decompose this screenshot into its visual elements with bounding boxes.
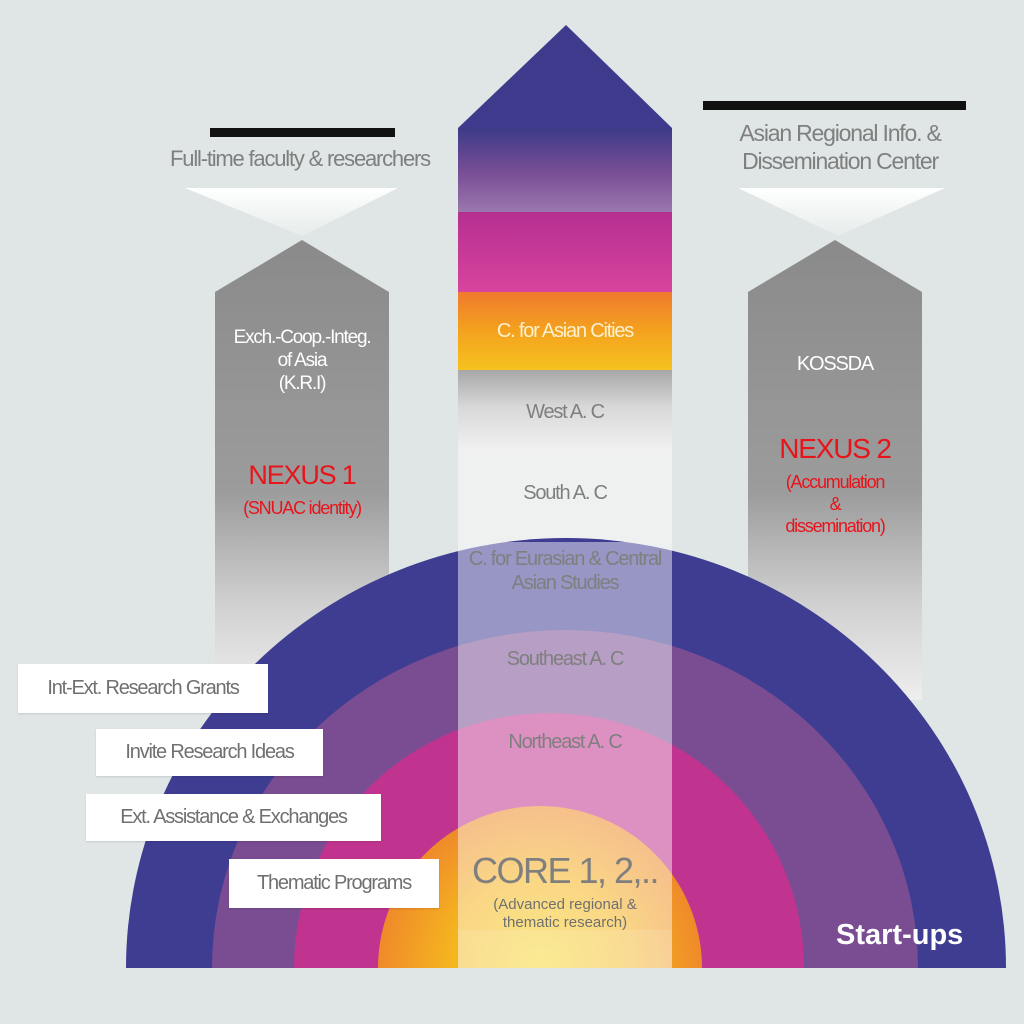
center-label-eurasian: C. for Eurasian & Central Asian Studies — [458, 548, 672, 595]
center-label-south: South A. C — [458, 481, 672, 505]
nexus2-sub-line-2: & — [829, 493, 842, 514]
center-segment-purple — [458, 128, 672, 212]
nexus1-title: NEXUS 1 — [215, 459, 389, 492]
nexus1-subtitle: (SNUAC identity) — [215, 498, 389, 520]
kossda-label: KOSSDA — [748, 352, 922, 376]
box-invite-ideas: Invite Research Ideas — [96, 729, 323, 776]
left-funnel-shape — [185, 188, 398, 236]
nexus2-sub-line-1: (Accumulation — [785, 472, 886, 492]
core-title: CORE 1, 2,.. — [448, 849, 682, 893]
startups-label: Start-ups — [836, 918, 996, 953]
left-line-3: (K.R.I) — [278, 373, 327, 395]
right-header-line-1: Asian Regional Info. & — [739, 120, 941, 146]
center-label-southeast: Southeast A. C — [458, 647, 672, 671]
arch-core — [378, 806, 702, 968]
center-label-west-text: West A. C — [526, 401, 605, 423]
center-label-northeast: Northeast A. C — [458, 730, 672, 754]
kossda-text: KOSSDA — [796, 353, 874, 375]
center-label-asian-cities: C. for Asian Cities — [458, 319, 672, 343]
core-sub-line-1: (Advanced regional & — [493, 896, 637, 913]
left-header-bar — [210, 128, 395, 137]
center-segment-grey — [458, 370, 672, 452]
box-research-grants-text: Int-Ext. Research Grants — [47, 677, 239, 699]
center-column-overlay-base — [458, 930, 672, 968]
nexus1-title-text: NEXUS 1 — [248, 460, 356, 490]
center-label-south-text: South A. C — [523, 482, 608, 504]
box-thematic-programs: Thematic Programs — [229, 859, 439, 908]
right-header-bar — [703, 101, 966, 110]
center-label-asian-cities-text: C. for Asian Cities — [496, 320, 634, 342]
center-segment-magenta — [458, 212, 672, 292]
box-research-grants: Int-Ext. Research Grants — [18, 664, 268, 713]
center-column-overlay — [458, 542, 672, 968]
left-line-1: Exch.-Coop.-Integ. — [233, 327, 372, 348]
left-header-label: Full-time faculty & researchers — [150, 146, 450, 173]
core-subtitle: (Advanced regional & thematic research) — [448, 896, 682, 933]
nexus2-subtitle: (Accumulation & dissemination) — [748, 472, 922, 538]
right-header-label: Asian Regional Info. & Dissemination Cen… — [700, 119, 980, 175]
nexus2-title-text: NEXUS 2 — [779, 433, 892, 464]
nexus2-title: NEXUS 2 — [748, 432, 922, 466]
center-label-eurasian-line-2: Asian Studies — [511, 571, 620, 594]
right-grey-column — [748, 240, 922, 700]
center-segment-light — [458, 452, 672, 542]
left-line-2: of Asia — [277, 350, 328, 372]
center-label-southeast-text: Southeast A. C — [506, 648, 625, 670]
core-title-text: CORE 1, 2,.. — [471, 850, 660, 891]
nexus1-subtitle-text: (SNUAC identity) — [243, 498, 362, 518]
core-sub-line-2: thematic research) — [502, 914, 628, 932]
center-label-northeast-text: Northeast A. C — [508, 731, 622, 753]
box-thematic-programs-text: Thematic Programs — [256, 872, 412, 894]
right-header-line-2: Dissemination Center — [742, 148, 939, 175]
startups-text: Start-ups — [836, 919, 964, 951]
nexus2-sub-line-3: dissemination) — [785, 515, 885, 536]
left-column-label: Exch.-Coop.-Integ. of Asia (K.R.I) — [215, 326, 389, 396]
center-segment-orange — [458, 292, 672, 370]
box-invite-ideas-text: Invite Research Ideas — [125, 741, 294, 763]
center-label-eurasian-line-1: C. for Eurasian & Central — [468, 548, 663, 570]
box-ext-assistance-text: Ext. Assistance & Exchanges — [120, 806, 348, 828]
left-grey-column — [215, 240, 389, 700]
center-arrow-tip — [458, 25, 672, 128]
left-header-text: Full-time faculty & researchers — [170, 146, 431, 171]
box-ext-assistance: Ext. Assistance & Exchanges — [86, 794, 381, 841]
right-funnel-shape — [738, 188, 945, 236]
center-label-west: West A. C — [458, 400, 672, 424]
